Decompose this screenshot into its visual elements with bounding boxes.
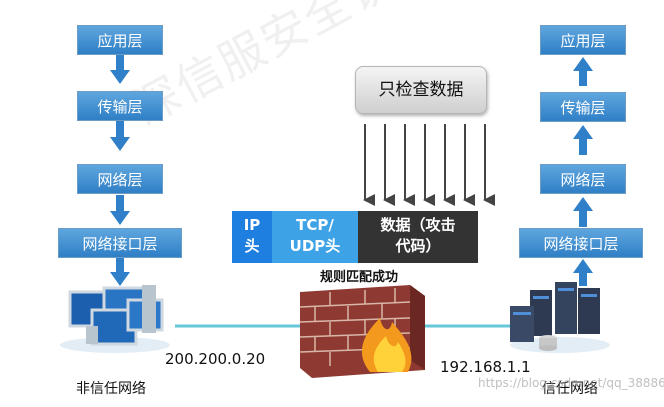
right-layer-network: 网络层 bbox=[540, 164, 626, 194]
packet-tcp-udp-header: TCP/ UDP头 bbox=[272, 211, 358, 263]
left-layer-interface: 网络接口层 bbox=[58, 228, 182, 258]
firewall-icon bbox=[299, 285, 425, 378]
right-layer-interface: 网络接口层 bbox=[519, 228, 643, 258]
right-layer-application: 应用层 bbox=[540, 25, 626, 55]
ip-header-line2: 头 bbox=[244, 237, 260, 255]
tcp-header-line1: TCP/ bbox=[296, 216, 334, 234]
rule-match-label: 规则匹配成功 bbox=[320, 270, 399, 285]
packet-ip-header: IP 头 bbox=[232, 211, 272, 263]
ip-header-line1: IP bbox=[243, 216, 261, 234]
left-ip-address: 200.200.0.20 bbox=[165, 350, 266, 368]
right-layer-transport: 传输层 bbox=[540, 92, 626, 122]
left-layer-transport: 传输层 bbox=[77, 91, 163, 121]
left-layer-application: 应用层 bbox=[77, 25, 163, 55]
left-stack-arrows bbox=[110, 55, 130, 286]
tcp-header-line2: UDP头 bbox=[289, 237, 341, 255]
right-ip-address: 192.168.1.1 bbox=[440, 358, 531, 376]
trusted-network-label: 信任网络 bbox=[542, 381, 598, 397]
payload-line2: 代码） bbox=[395, 237, 441, 255]
left-layer-network: 网络层 bbox=[77, 164, 163, 194]
payload-line1: 数据（攻击 bbox=[380, 216, 456, 234]
inspect-data-box: 只检查数据 bbox=[355, 66, 487, 114]
untrusted-computers-icon bbox=[60, 285, 170, 353]
packet-data-payload: 数据（攻击 代码） bbox=[358, 211, 478, 263]
csdn-watermark: https://blog.csdn.net/qq_38886110 bbox=[478, 376, 664, 390]
inspection-arrows bbox=[363, 124, 495, 206]
untrusted-network-label: 非信任网络 bbox=[76, 381, 146, 397]
trusted-servers-icon bbox=[510, 282, 610, 353]
right-stack-arrows bbox=[573, 57, 593, 286]
